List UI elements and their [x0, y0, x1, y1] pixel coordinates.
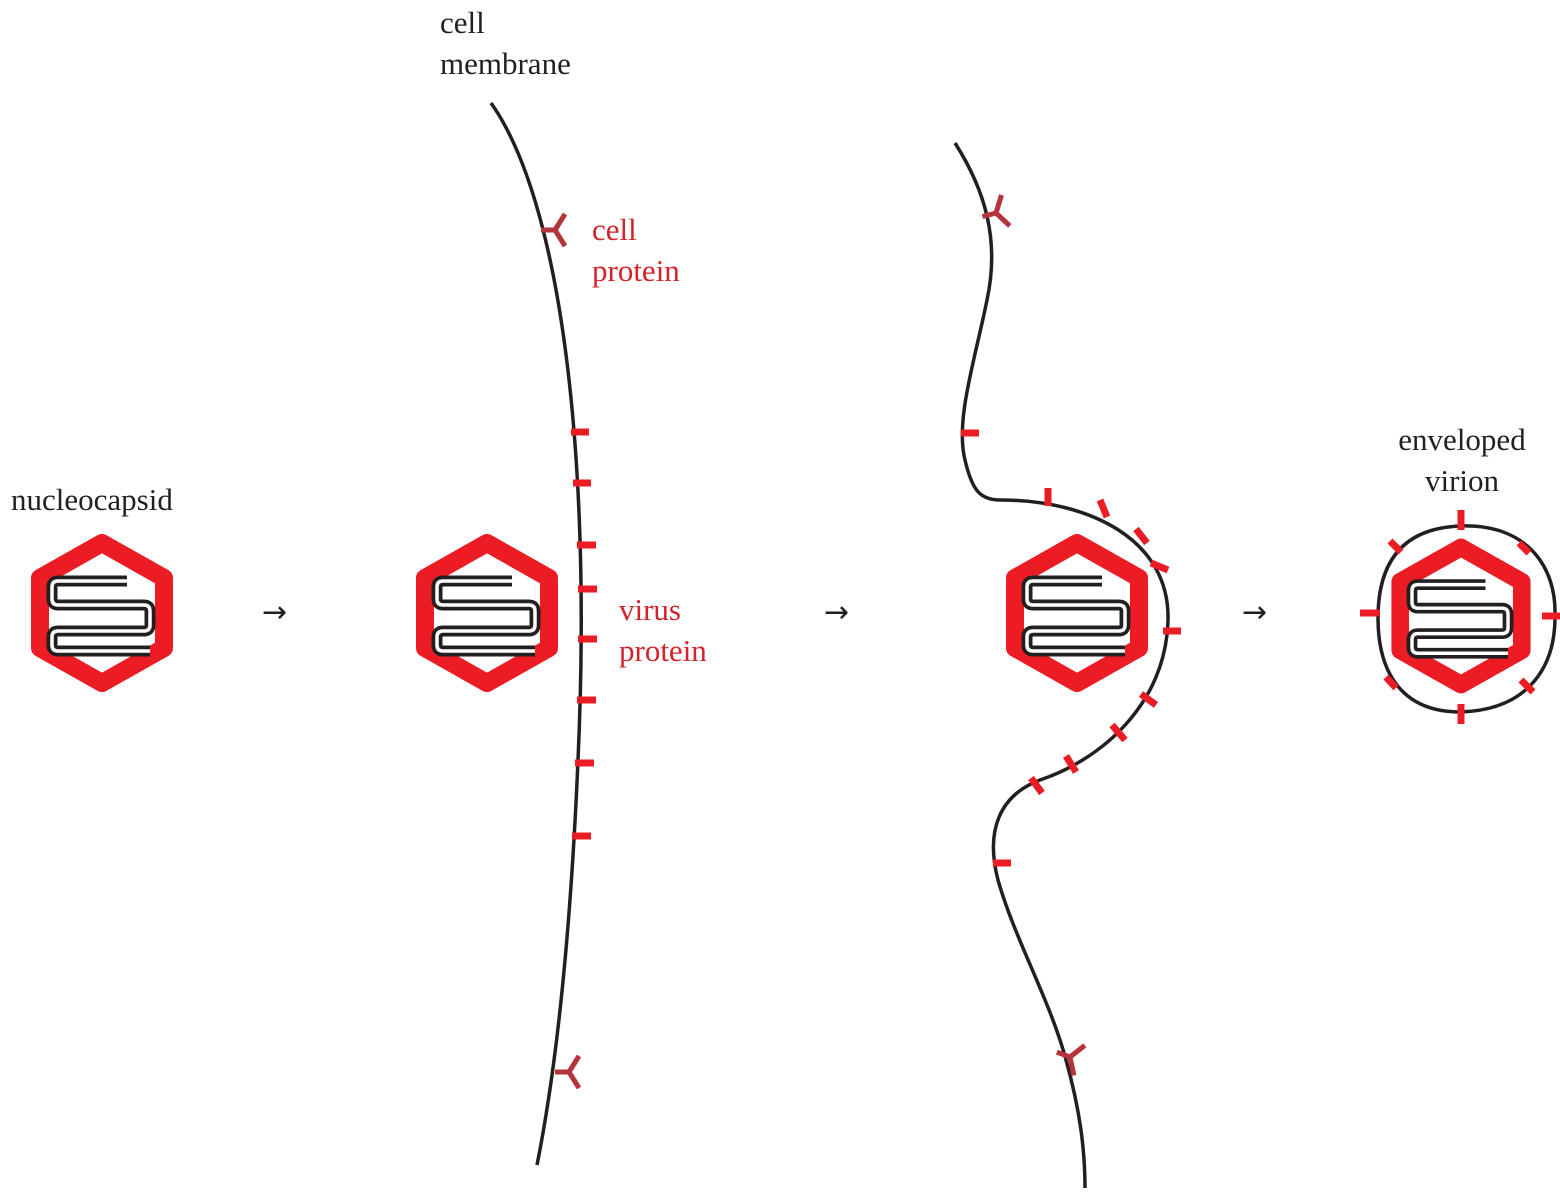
- cell-protein-stage2-bottom: [555, 1056, 579, 1088]
- virus-proteins-stage4: [1360, 510, 1560, 724]
- virus-proteins-stage2: [571, 428, 597, 840]
- nucleocapsid-stage3: [1015, 543, 1139, 683]
- cell-membrane-stage2: [489, 101, 583, 1166]
- virus-protein-label: virus protein: [619, 589, 707, 671]
- cell-membrane-label: cell membrane: [440, 2, 571, 84]
- nucleocapsid-stage1: [40, 543, 164, 683]
- nucleocapsid-label: nucleocapsid: [11, 479, 173, 520]
- arrow-right-icon: →: [824, 595, 850, 630]
- nucleocapsid-label-text: nucleocapsid: [11, 482, 173, 517]
- nucleocapsid-stage4: [1400, 547, 1522, 684]
- enveloped-virion-label-line2: virion: [1424, 463, 1500, 498]
- cell-protein-label-line1: cell: [592, 212, 637, 247]
- arrow-right-icon: →: [262, 595, 288, 630]
- cell-membrane-label-line2: membrane: [440, 46, 571, 81]
- arrow-right-icon: →: [1242, 595, 1268, 630]
- virus-protein-label-line1: virus: [619, 592, 681, 627]
- cell-protein-label: cell protein: [592, 209, 680, 291]
- enveloped-virion-label: enveloped virion: [1382, 419, 1542, 501]
- cell-protein-label-line2: protein: [592, 253, 680, 288]
- virus-protein-label-line2: protein: [619, 633, 707, 668]
- cell-membrane-stage3: [953, 142, 1170, 1189]
- enveloped-virion-label-line1: enveloped: [1398, 422, 1526, 457]
- cell-membrane-label-line1: cell: [440, 5, 485, 40]
- nucleocapsid-stage2: [425, 543, 549, 683]
- virus-proteins-stage3: [961, 429, 1181, 867]
